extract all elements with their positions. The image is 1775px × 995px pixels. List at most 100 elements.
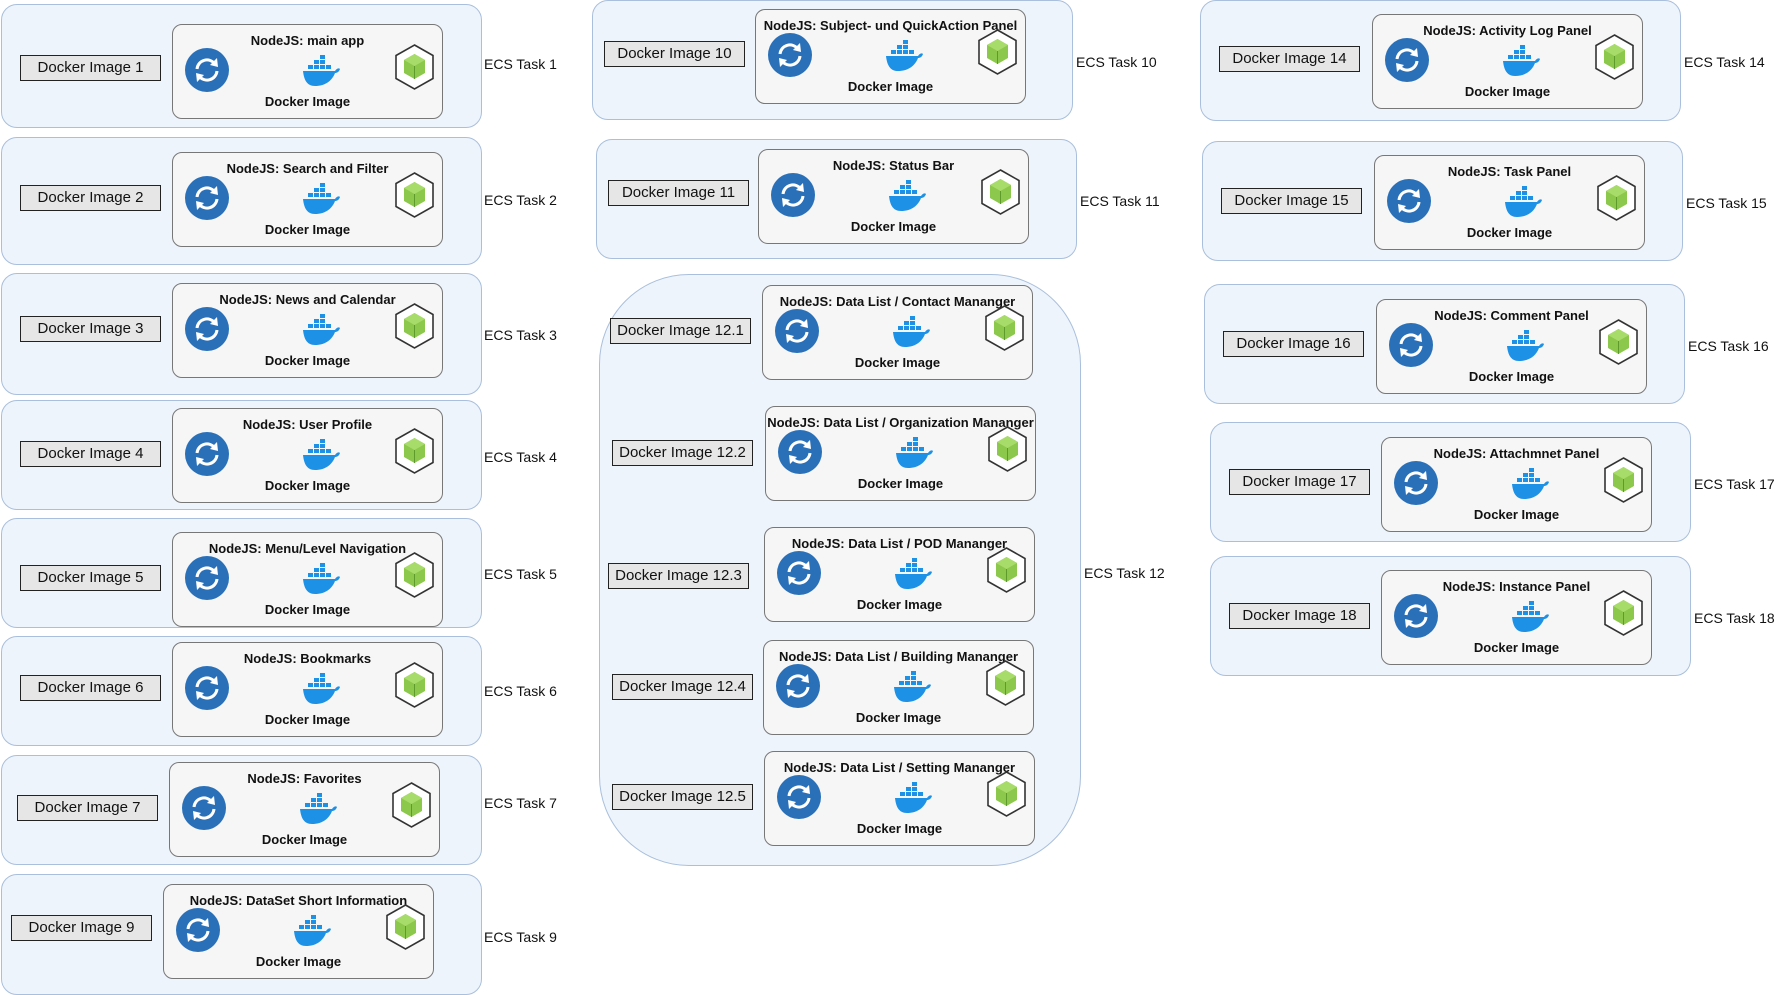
service-subtitle: Docker Image [264, 353, 351, 368]
docker-image-box: Docker Image 7 [17, 795, 158, 821]
docker-whale-icon [887, 180, 927, 214]
service-subtitle: Docker Image [856, 821, 943, 836]
docker-whale-icon [1510, 468, 1550, 502]
nodejs-service-box: NodeJS: Data List / Setting Mananger Doc… [764, 751, 1035, 846]
ecs-task-label: ECS Task 1 [484, 56, 557, 72]
docker-image-box: Docker Image 17 [1229, 469, 1370, 495]
docker-whale-icon [894, 437, 934, 471]
service-title: NodeJS: DataSet Short Information [189, 893, 408, 908]
docker-whale-icon [1503, 186, 1543, 220]
docker-image-box: Docker Image 9 [11, 915, 152, 941]
service-subtitle: Docker Image [1464, 84, 1551, 99]
docker-image-box: Docker Image 4 [20, 441, 161, 467]
service-title: NodeJS: Data List / Setting Mananger [783, 760, 1016, 775]
docker-image-box: Docker Image 1 [20, 55, 161, 81]
sync-arrows-icon [184, 431, 230, 477]
docker-whale-icon [1510, 601, 1550, 635]
sync-arrows-icon [181, 785, 227, 831]
service-title: NodeJS: User Profile [242, 417, 373, 432]
nodejs-service-box: NodeJS: Data List / Building Mananger Do… [763, 640, 1034, 735]
nodejs-service-box: NodeJS: News and Calendar Docker Image [172, 283, 443, 378]
ecs-task-label: ECS Task 14 [1684, 54, 1765, 70]
docker-whale-icon [301, 673, 341, 707]
docker-whale-icon [292, 915, 332, 949]
nodejs-service-box: NodeJS: Menu/Level Navigation Docker Ima… [172, 532, 443, 627]
ecs-task-label: ECS Task 18 [1694, 610, 1775, 626]
service-title: NodeJS: Favorites [247, 771, 362, 786]
sync-arrows-icon [1393, 460, 1439, 506]
service-title: NodeJS: Subject- und QuickAction Panel [763, 18, 1018, 33]
sync-arrows-icon [1386, 178, 1432, 224]
nodejs-cube-icon [1602, 456, 1645, 504]
docker-whale-icon [301, 314, 341, 348]
service-subtitle: Docker Image [854, 355, 941, 370]
sync-arrows-icon [776, 774, 822, 820]
service-subtitle: Docker Image [1473, 507, 1560, 522]
docker-image-box: Docker Image 16 [1223, 331, 1364, 357]
service-subtitle: Docker Image [847, 79, 934, 94]
service-title: NodeJS: Data List / POD Mananger [791, 536, 1008, 551]
nodejs-service-box: NodeJS: Data List / POD Mananger Docker … [764, 527, 1035, 622]
service-title: NodeJS: Bookmarks [243, 651, 372, 666]
nodejs-cube-icon [1595, 174, 1638, 222]
sync-arrows-icon [1388, 322, 1434, 368]
docker-whale-icon [298, 793, 338, 827]
docker-image-box: Docker Image 12.2 [612, 440, 753, 466]
service-subtitle: Docker Image [1473, 640, 1560, 655]
nodejs-service-box: NodeJS: Data List / Contact Mananger Doc… [762, 285, 1033, 380]
service-subtitle: Docker Image [261, 832, 348, 847]
service-subtitle: Docker Image [855, 710, 942, 725]
service-title: NodeJS: Data List / Organization Manange… [767, 415, 1034, 430]
nodejs-cube-icon [393, 302, 436, 350]
sync-arrows-icon [184, 47, 230, 93]
sync-arrows-icon [775, 663, 821, 709]
nodejs-cube-icon [1597, 318, 1640, 366]
nodejs-cube-icon [390, 781, 433, 829]
docker-image-box: Docker Image 12.1 [610, 318, 751, 344]
sync-arrows-icon [184, 665, 230, 711]
nodejs-service-box: NodeJS: Subject- und QuickAction Panel D… [755, 9, 1026, 104]
sync-arrows-icon [767, 32, 813, 78]
nodejs-service-box: NodeJS: Task Panel Docker Image [1374, 155, 1645, 250]
nodejs-cube-icon [1602, 589, 1645, 637]
docker-whale-icon [301, 563, 341, 597]
nodejs-cube-icon [976, 28, 1019, 76]
docker-image-box: Docker Image 12.4 [612, 674, 753, 700]
nodejs-cube-icon [384, 903, 427, 951]
docker-whale-icon [1505, 330, 1545, 364]
service-title: NodeJS: Task Panel [1447, 164, 1572, 179]
service-subtitle: Docker Image [264, 94, 351, 109]
nodejs-cube-icon [979, 168, 1022, 216]
docker-whale-icon [891, 316, 931, 350]
nodejs-service-box: NodeJS: Status Bar Docker Image [758, 149, 1029, 244]
docker-whale-icon [301, 439, 341, 473]
docker-whale-icon [893, 558, 933, 592]
nodejs-service-box: NodeJS: Activity Log Panel Docker Image [1372, 14, 1643, 109]
nodejs-service-box: NodeJS: Favorites Docker Image [169, 762, 440, 857]
service-subtitle: Docker Image [264, 602, 351, 617]
docker-image-box: Docker Image 15 [1221, 188, 1362, 214]
ecs-task-label: ECS Task 5 [484, 566, 557, 582]
ecs-task-label: ECS Task 11 [1080, 193, 1160, 209]
service-subtitle: Docker Image [255, 954, 342, 969]
ecs-task-label: ECS Task 12 [1084, 565, 1165, 581]
ecs-task-label: ECS Task 6 [484, 683, 557, 699]
service-title: NodeJS: Search and Filter [226, 161, 389, 176]
docker-image-box: Docker Image 3 [20, 316, 161, 342]
nodejs-service-box: NodeJS: User Profile Docker Image [172, 408, 443, 503]
nodejs-service-box: NodeJS: Search and Filter Docker Image [172, 152, 443, 247]
service-title: NodeJS: News and Calendar [219, 292, 396, 307]
service-title: NodeJS: main app [250, 33, 365, 48]
nodejs-service-box: NodeJS: Comment Panel Docker Image [1376, 299, 1647, 394]
service-subtitle: Docker Image [1468, 369, 1555, 384]
docker-whale-icon [893, 782, 933, 816]
docker-whale-icon [1501, 45, 1541, 79]
ecs-task-label: ECS Task 3 [484, 327, 557, 343]
docker-image-box: Docker Image 10 [604, 41, 745, 67]
service-subtitle: Docker Image [264, 222, 351, 237]
nodejs-cube-icon [1593, 33, 1636, 81]
sync-arrows-icon [175, 907, 221, 953]
nodejs-service-box: NodeJS: Bookmarks Docker Image [172, 642, 443, 737]
service-title: NodeJS: Instance Panel [1442, 579, 1591, 594]
